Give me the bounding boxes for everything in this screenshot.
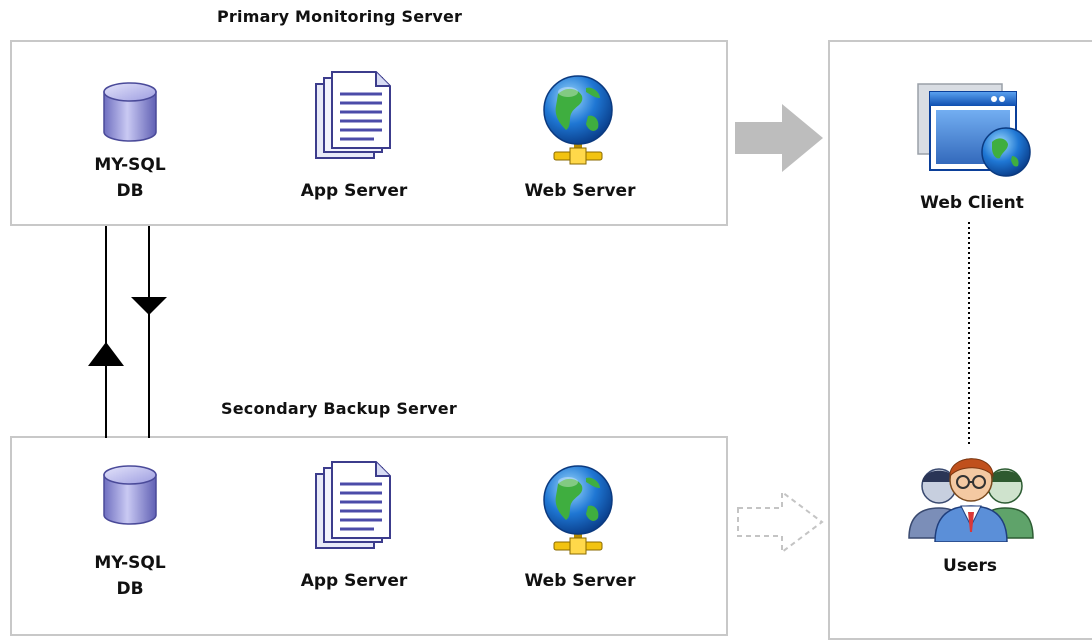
secondary-server-title: Secondary Backup Server [221, 399, 457, 418]
database-icon [98, 461, 162, 529]
document-stack-icon [312, 460, 396, 554]
primary-db-label-line1: MY-SQL [94, 155, 166, 175]
users-label: Users [943, 556, 997, 576]
database-icon [98, 78, 162, 146]
arrow-down-head [131, 297, 167, 315]
primary-web-server-label: Web Server [524, 181, 636, 201]
secondary-web-server-label: Web Server [524, 571, 636, 591]
users-group-icon [905, 446, 1037, 542]
secondary-db-label-line2: DB [116, 579, 144, 599]
arrow-up-head [88, 342, 124, 366]
secondary-to-client-arrow [737, 490, 824, 554]
document-stack-icon [312, 70, 396, 164]
globe-network-icon [538, 72, 618, 172]
secondary-app-server-label: App Server [300, 571, 408, 591]
secondary-db-label-line1: MY-SQL [94, 553, 166, 573]
primary-db-label-line2: DB [116, 181, 144, 201]
secondary-db-label: MY-SQL DB [70, 550, 190, 602]
primary-to-client-arrow [735, 104, 823, 172]
primary-server-title: Primary Monitoring Server [217, 7, 463, 26]
web-client-label: Web Client [920, 193, 1024, 213]
primary-db-label: MY-SQL DB [70, 152, 190, 204]
connectors-layer [88, 104, 970, 554]
primary-app-server-label: App Server [300, 181, 408, 201]
globe-network-icon [538, 462, 618, 562]
browser-window-globe-icon [916, 80, 1036, 182]
